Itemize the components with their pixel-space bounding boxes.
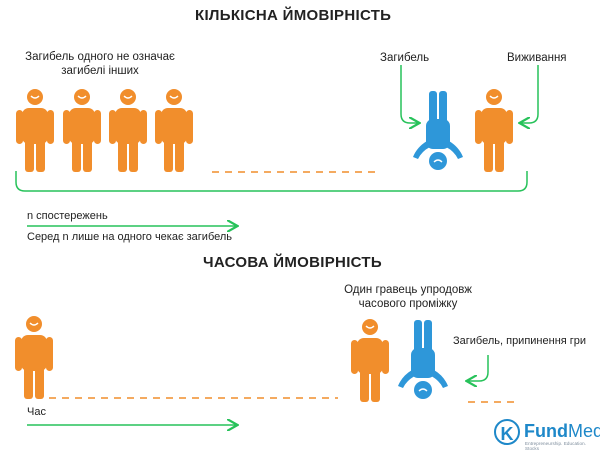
person-standing-icon	[16, 89, 54, 172]
person-upside-down-icon	[413, 91, 463, 170]
group-label-line2: загибелі інших	[61, 65, 139, 77]
group-label: Загибель одного не означає загибелі інши…	[25, 50, 175, 78]
section2-title: ЧАСОВА ЙМОВІРНІСТЬ	[203, 254, 382, 271]
end-arrow	[468, 355, 489, 381]
person-standing-icon	[15, 316, 53, 399]
player-label: Один гравець упродовж часового проміжку	[343, 283, 473, 311]
observations-label: n спостережень	[27, 210, 108, 222]
person-standing-icon	[63, 89, 101, 172]
logo-k-icon: K	[494, 419, 520, 445]
logo-brand: FundMedia	[524, 421, 600, 442]
logo-brand-rest: Media	[567, 421, 600, 441]
summary-label: Серед n лише на одного чекає загибель	[27, 231, 233, 243]
survival-arrow	[521, 65, 539, 123]
death-label: Загибель	[380, 52, 430, 64]
fundmedia-logo: K FundMedia Entrepreneurship. Education.…	[494, 419, 600, 451]
end-label: Загибель, припинення гри	[453, 335, 587, 347]
logo-tagline: Entrepreneurship. Education. Stocks	[525, 441, 587, 451]
person-standing-icon	[109, 89, 147, 172]
player-label-line1: Один гравець упродовж	[344, 284, 472, 296]
logo-brand-bold: Fund	[524, 421, 568, 441]
death-arrow	[400, 65, 418, 123]
person-upside-down-icon	[398, 320, 448, 399]
section1-title: КІЛЬКІСНА ЙМОВІРНІСТЬ	[195, 7, 392, 24]
person-standing-icon	[351, 319, 389, 402]
person-standing-icon	[155, 89, 193, 172]
group-label-line1: Загибель одного не означає	[25, 51, 175, 63]
group-bracket	[15, 171, 528, 192]
player-label-line2: часового проміжку	[358, 298, 458, 310]
survival-label: Виживання	[507, 52, 567, 64]
time-label: Час	[27, 406, 46, 418]
person-standing-icon	[475, 89, 513, 172]
